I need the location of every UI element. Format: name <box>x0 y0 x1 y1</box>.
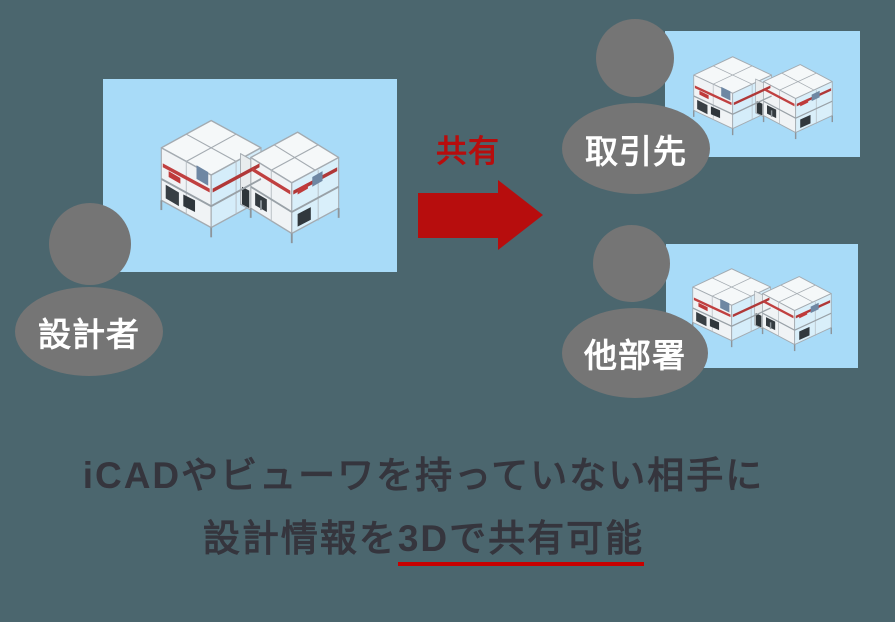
designer-model-panel <box>103 79 397 272</box>
share-label: 共有 <box>436 134 500 169</box>
caption-line2: 設計情報を3Dで共有可能 <box>0 518 871 566</box>
caption-line1: iCADやビューワを持っていない相手に <box>82 455 765 496</box>
department-avatar-body-icon: 他部署 <box>562 308 708 398</box>
caption-line2-plain: 設計情報を <box>202 518 398 559</box>
designer-avatar-body-icon: 設計者 <box>15 287 163 376</box>
caption-underlined-text: 3Dで共有可能 <box>397 518 645 566</box>
designer-avatar-head-icon <box>49 203 131 285</box>
partner-avatar-head-icon <box>596 19 674 97</box>
share-arrow-head-icon <box>498 180 543 250</box>
machine-3d-icon <box>691 267 833 352</box>
department-avatar-head-icon <box>593 225 670 302</box>
designer-label: 設計者 <box>38 315 140 353</box>
machine-3d-icon <box>160 118 340 244</box>
share-arrow <box>418 193 499 238</box>
partner-avatar-body-icon: 取引先 <box>562 103 710 194</box>
partner-label: 取引先 <box>585 132 687 170</box>
department-label: 他部署 <box>584 337 686 374</box>
machine-3d-icon <box>692 55 833 140</box>
